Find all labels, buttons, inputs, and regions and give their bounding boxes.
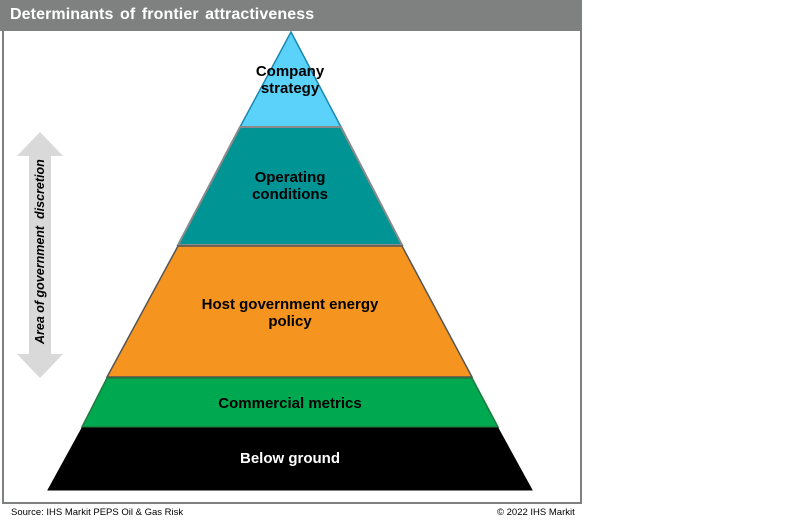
level-label-line: Company <box>256 63 325 80</box>
level-label-line: Below ground <box>240 450 340 467</box>
level-label-line: policy <box>268 313 312 330</box>
pyramid-level-commercial-metrics: Commercial metrics <box>80 377 500 428</box>
side-arrow-label: Area of government discretion <box>33 159 47 345</box>
title-bar: Determinants of frontier attractiveness <box>0 0 582 31</box>
diagram-title: Determinants of frontier attractiveness <box>10 6 315 23</box>
pyramid-level-below-ground: Below ground <box>47 427 533 491</box>
pyramid-level-operating-conditions: Operating conditions <box>176 126 404 246</box>
level-label-line: strategy <box>261 80 320 97</box>
level-label-line: conditions <box>252 186 328 203</box>
source-note: Source: IHS Markit PEPS Oil & Gas Risk <box>11 507 184 518</box>
level-label-line: Commercial metrics <box>218 395 361 412</box>
pyramid-level-company-strategy: Company strategy <box>238 30 343 128</box>
level-label-line: Operating <box>255 169 326 186</box>
double-arrow-icon: Area of government discretion <box>17 132 63 378</box>
level-label-line: Host government energy <box>202 296 379 313</box>
copyright-note: © 2022 IHS Markit <box>497 507 575 518</box>
pyramid-level-host-government-energy-policy: Host government energy policy <box>105 245 474 378</box>
